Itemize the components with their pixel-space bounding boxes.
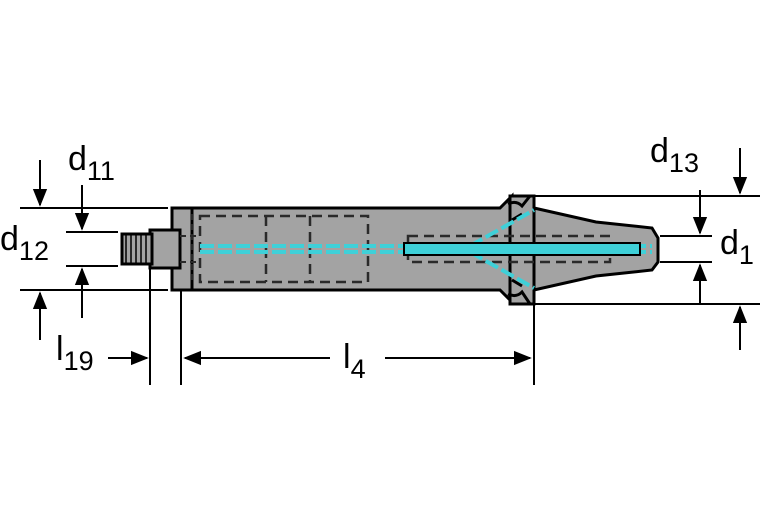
label-d11: d11 [68,140,115,186]
serrated-tip [120,232,154,266]
label-d12: d12 [0,220,49,266]
clamp-nut [148,228,182,270]
holder-body [120,192,660,306]
hidden-bore [198,214,612,284]
extension-lines [20,195,760,385]
front-bore-detail [180,214,200,284]
label-l4: l4 [343,338,366,384]
label-d13: d13 [650,132,699,178]
dimension-arrows [32,148,748,366]
label-d1: d1 [720,224,754,270]
label-l19: l19 [56,330,94,376]
serration-lines [125,234,147,264]
coolant-core [403,242,641,256]
flange-groove [507,195,532,305]
